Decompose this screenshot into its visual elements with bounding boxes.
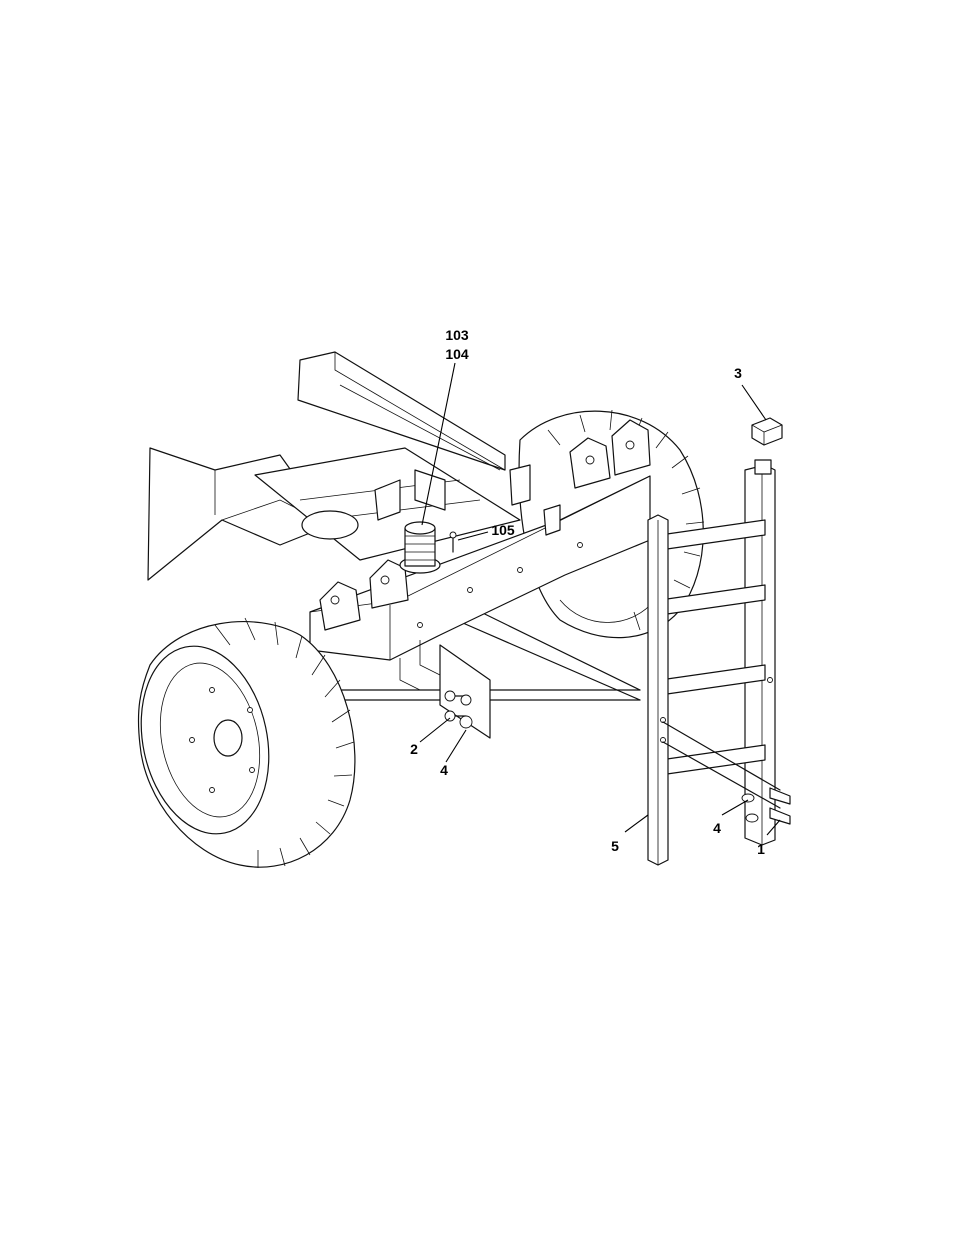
callout-103: 103 <box>445 328 468 342</box>
callout-1: 1 <box>757 842 765 856</box>
ladder-post-top <box>755 460 771 474</box>
callout-4-left: 4 <box>440 763 448 777</box>
callout-5: 5 <box>611 839 619 853</box>
bracket <box>510 465 530 505</box>
callout-3: 3 <box>734 366 742 380</box>
lower-bracket-plate <box>400 640 490 738</box>
front-tire <box>125 618 355 868</box>
callout-105: 105 <box>491 523 514 537</box>
bracket-small <box>544 505 560 535</box>
callout-4-right: 4 <box>713 821 721 835</box>
callout-104: 104 <box>445 347 468 361</box>
swivel-spring-assembly <box>400 522 440 573</box>
callout-2: 2 <box>410 742 418 756</box>
frame-cutout <box>302 511 358 539</box>
end-cap <box>752 418 782 445</box>
bolt-105 <box>450 532 456 552</box>
ladder-assembly <box>648 460 775 865</box>
chassis-rear-frame <box>148 352 520 580</box>
